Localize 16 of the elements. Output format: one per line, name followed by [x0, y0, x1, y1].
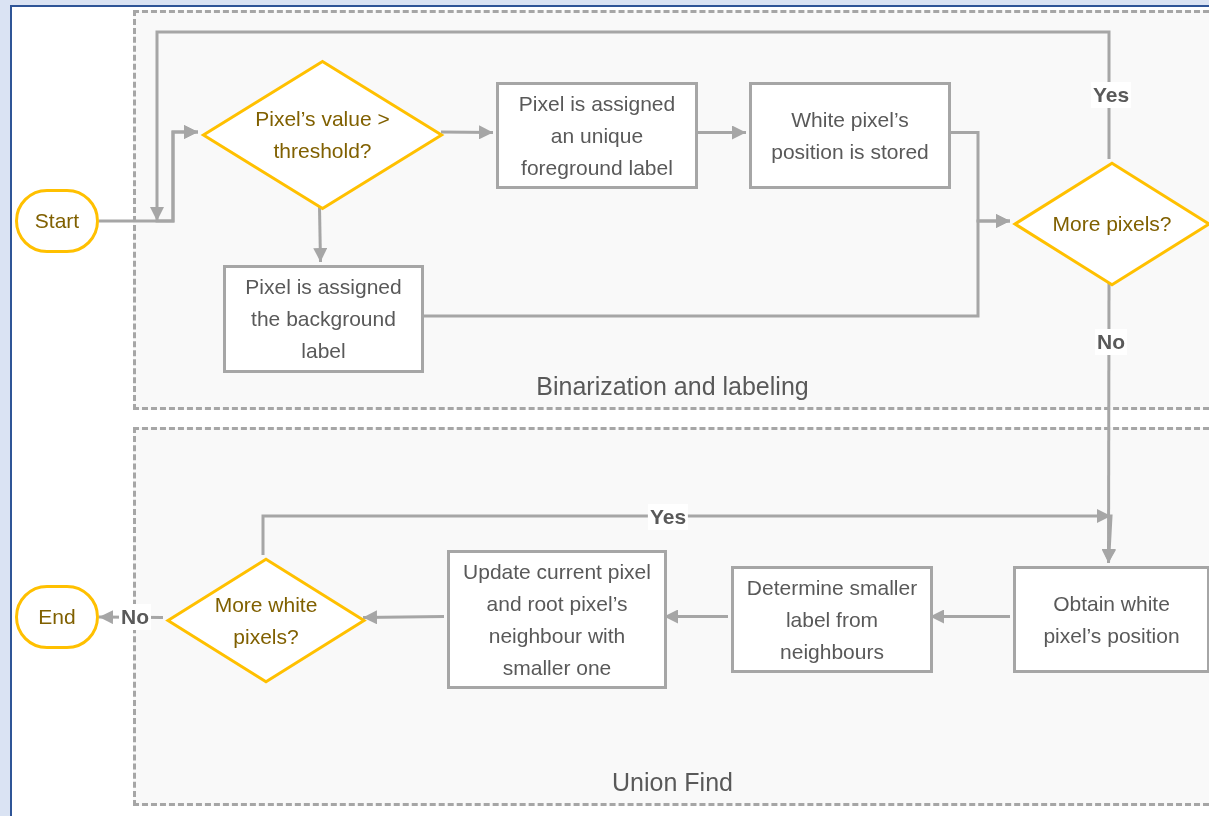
edge-label: Yes — [647, 504, 689, 530]
process-box: Obtain white pixel’s position — [1013, 566, 1209, 673]
process-box: White pixel’s position is stored — [749, 82, 951, 189]
decision-diamond: More pixels? — [1013, 162, 1209, 286]
process-box: Pixel is assigned the background label — [223, 265, 424, 373]
decision-diamond: More white pixels? — [166, 558, 366, 683]
group-heading: Binarization and labeling — [535, 372, 810, 401]
process-box: Update current pixel and root pixel’s neighbour with smaller one — [447, 550, 667, 689]
group-heading: Union Find — [611, 768, 734, 797]
edge-label: No — [1095, 329, 1127, 355]
decision-diamond: Pixel’s value > threshold? — [201, 60, 444, 210]
group-frame — [133, 10, 1209, 410]
edge-label: Yes — [1090, 82, 1132, 108]
process-box: Determine smaller label from neighbours — [731, 566, 933, 673]
process-box: Pixel is assigned an unique foreground label — [496, 82, 698, 189]
edge-label: No — [119, 604, 151, 630]
